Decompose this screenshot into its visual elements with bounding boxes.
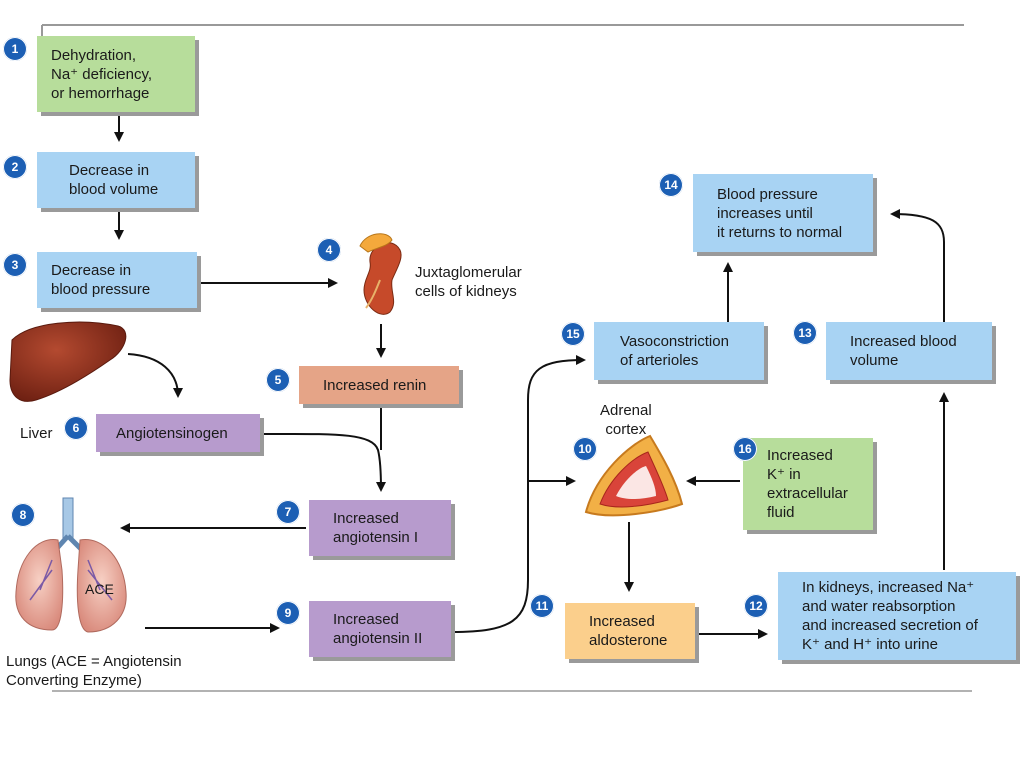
lungs-illustration [15,497,127,633]
flow-arrows [114,112,949,639]
step-11-badge: 11 [530,594,554,618]
step-9-badge: 9 [276,601,300,625]
step-5-box: Increased renin [299,366,459,404]
step-9-box: Increased angiotensin II [309,601,451,657]
step-6-badge: 6 [64,416,88,440]
step-7-text: Increased angiotensin I [333,510,419,546]
step-3-text: Decrease in blood pressure [51,262,151,298]
step-5-badge: 5 [266,368,290,392]
step-14-box: Blood pressure increases until it return… [693,174,873,252]
step-1-text: Dehydration, Na⁺ deficiency, or hemorrha… [51,46,153,102]
step-7-badge: 7 [276,500,300,524]
step-2-box: Decrease in blood volume [37,152,195,208]
step-10-badge: 10 [573,437,597,461]
lungs-label: Lungs (ACE = Angiotensin Converting Enzy… [6,653,182,689]
adrenal-cortex-illustration [584,434,684,517]
step-7-box: Increased angiotensin I [309,500,451,556]
step-8-badge: 8 [11,503,35,527]
kidney-illustration [359,233,402,315]
step-6-text: Angiotensinogen [116,424,228,442]
step-15-badge: 15 [561,322,585,346]
step-15-text: Vasoconstriction of arterioles [620,333,729,369]
step-15-box: Vasoconstriction of arterioles [594,322,764,380]
step-13-text: Increased blood volume [850,333,957,369]
step-11-box: Increased aldosterone [565,603,695,659]
step-12-text: In kidneys, increased Na⁺ and water reab… [802,579,978,653]
liver-label: Liver [20,425,53,442]
step-6-box: Angiotensinogen [96,414,260,452]
step-3-badge: 3 [3,253,27,277]
ace-label: ACE [85,581,114,597]
step-2-text: Decrease in blood volume [69,162,159,198]
step-11-text: Increased aldosterone [589,613,668,649]
step-13-box: Increased blood volume [826,322,992,380]
step-1-box: Dehydration, Na⁺ deficiency, or hemorrha… [37,36,195,112]
liver-illustration [9,321,127,402]
step-14-text: Blood pressure increases until it return… [717,185,843,241]
step-3-box: Decrease in blood pressure [37,252,197,308]
step-13-badge: 13 [793,321,817,345]
step-9-text: Increased angiotensin II [333,611,423,647]
step-12-box: In kidneys, increased Na⁺ and water reab… [778,572,1016,660]
step-16-text: Increased K⁺ in extracellular fluid [767,447,848,521]
step-16-badge: 16 [733,437,757,461]
step-10-label: Adrenal cortex [600,402,652,438]
step-1-badge: 1 [3,37,27,61]
step-4-badge: 4 [317,238,341,262]
step-14-badge: 14 [659,173,683,197]
step-16-box: Increased K⁺ in extracellular fluid [743,438,873,530]
frame-lines [41,24,972,692]
step-2-badge: 2 [3,155,27,179]
step-12-badge: 12 [744,594,768,618]
step-5-text: Increased renin [323,376,427,394]
step-4-label: Juxtaglomerular cells of kidneys [415,264,522,300]
